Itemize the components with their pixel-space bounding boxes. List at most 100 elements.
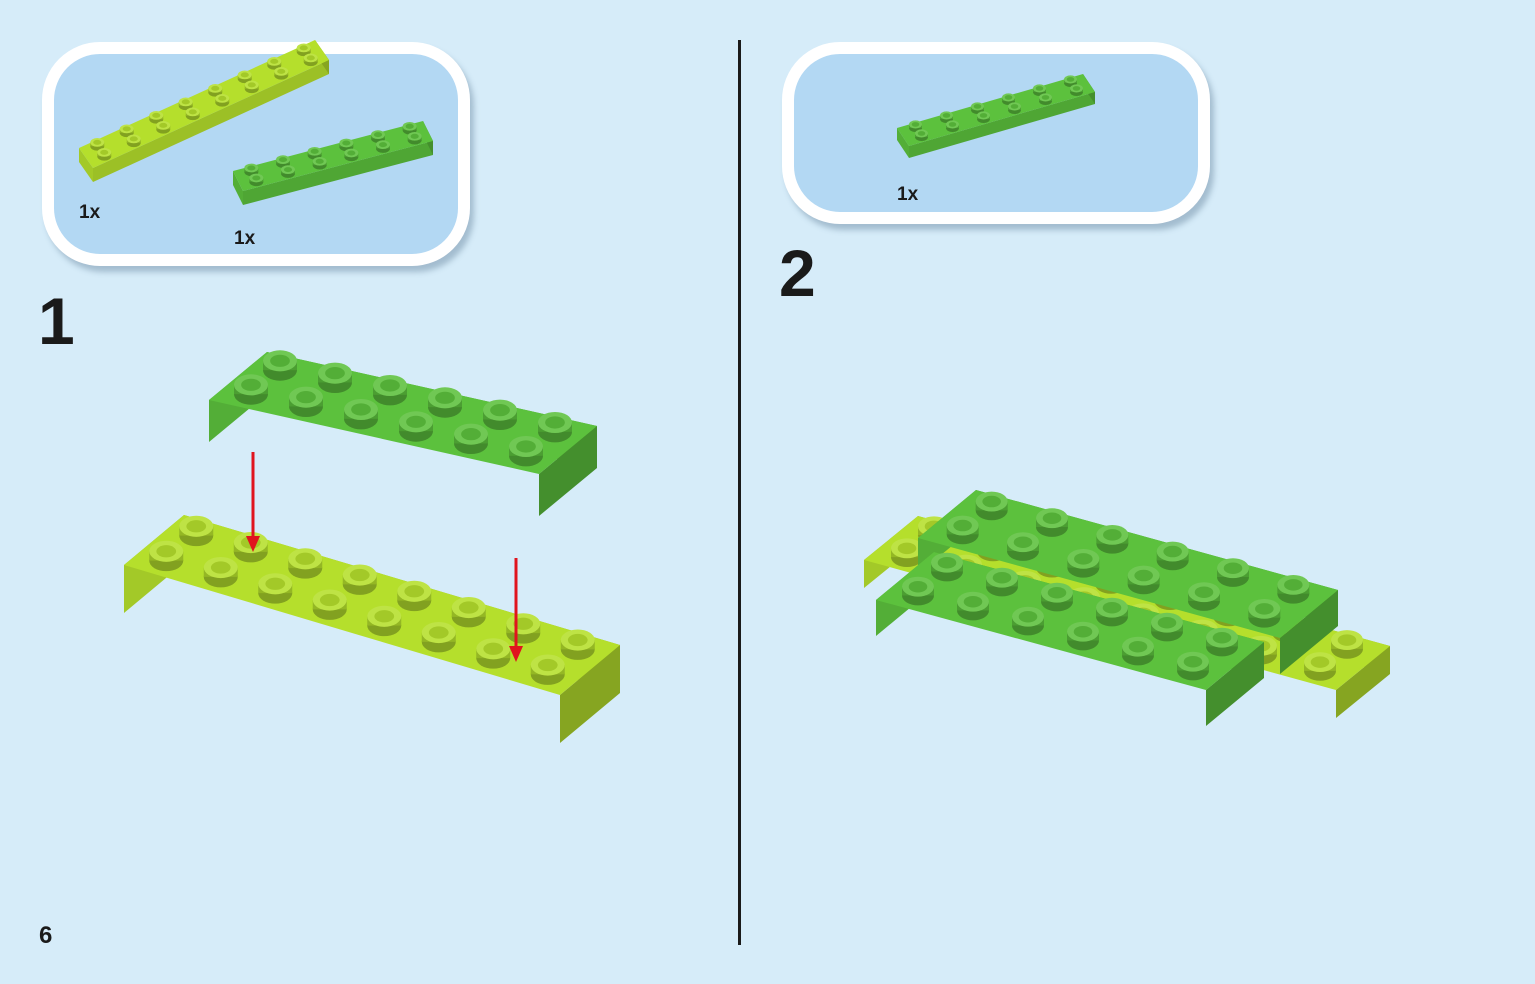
stud	[1070, 84, 1083, 97]
stud	[1008, 102, 1021, 115]
step-divider	[738, 40, 741, 945]
stud	[421, 621, 456, 653]
stud	[237, 70, 252, 84]
stud	[1127, 565, 1160, 595]
green-plate-part-icon-step-2	[897, 74, 1095, 158]
lime-plate-2x8-step-2-end-face	[1336, 646, 1390, 718]
green-plate-2x6-step-2-back-end-face	[1280, 590, 1338, 674]
lime-plate-2x8-end-face	[560, 645, 620, 743]
lime-plate-part-icon-front-face	[93, 60, 329, 182]
stud	[249, 173, 264, 187]
stud	[215, 94, 230, 107]
stud	[530, 654, 565, 685]
stud	[1188, 582, 1220, 611]
stud	[367, 605, 402, 637]
stud	[244, 80, 259, 94]
stud	[1067, 621, 1099, 651]
lime-plate-2x8	[124, 515, 620, 743]
green-plate-2x6-end-face	[539, 426, 597, 516]
stud	[428, 387, 462, 418]
stud	[891, 538, 923, 568]
step-number-1: 1	[38, 284, 75, 358]
stud	[1331, 630, 1363, 659]
stud	[288, 548, 323, 579]
placement-arrow-right	[509, 558, 523, 662]
stud	[344, 398, 378, 430]
stud	[1007, 532, 1039, 561]
parts-callout-step-2	[782, 42, 1210, 224]
stud	[267, 57, 282, 70]
placement-arrow-left	[246, 452, 260, 552]
stud	[1012, 606, 1044, 636]
stud	[454, 423, 488, 455]
stud	[296, 43, 311, 57]
stud	[244, 163, 259, 177]
stud	[178, 97, 193, 111]
part-quantity-lime-plate: 1x	[79, 202, 101, 223]
green-plate-part-icon-left-face	[233, 171, 243, 205]
stud	[312, 589, 347, 620]
stud	[1041, 582, 1073, 612]
stud	[1151, 612, 1183, 642]
green-plate-2x6-step-2-back-top-face	[918, 490, 1338, 638]
stud	[344, 148, 359, 162]
stud	[318, 362, 352, 394]
stud	[931, 552, 963, 582]
stud	[1304, 652, 1336, 681]
stud	[149, 111, 164, 124]
stud	[397, 580, 432, 612]
stud	[342, 564, 377, 595]
stud	[946, 120, 959, 133]
page-number: 6	[39, 922, 53, 949]
stud	[90, 138, 105, 151]
green-plate-part-icon-step-2-front-face	[909, 92, 1095, 158]
step-number-2: 2	[779, 236, 816, 310]
stud	[1122, 636, 1154, 666]
stud	[399, 411, 433, 442]
stud	[977, 111, 990, 124]
stud	[902, 576, 934, 606]
lime-plate-part-icon-left-face	[79, 148, 93, 182]
stud	[1217, 558, 1249, 587]
stud	[119, 124, 134, 138]
stud	[97, 148, 112, 161]
stud	[289, 386, 323, 418]
stud	[1096, 524, 1129, 554]
stud	[509, 435, 543, 467]
green-plate-2x6-step-2-back	[918, 490, 1338, 674]
stud	[986, 567, 1018, 597]
stud	[1177, 651, 1209, 681]
lime-plate-part-icon-top-face	[79, 40, 329, 168]
stud	[156, 121, 171, 134]
stud	[909, 120, 922, 133]
part-quantity-green-plate: 1x	[234, 228, 256, 249]
stud	[149, 540, 184, 572]
part-quantity-green-plate-step-2: 1x	[897, 184, 919, 205]
stud	[263, 350, 297, 381]
stud	[274, 67, 289, 80]
green-plate-2x6-step-2-front	[876, 552, 1264, 726]
green-plate-2x6	[209, 350, 597, 516]
green-plate-part-icon-step-2-left-face	[897, 128, 909, 158]
green-plate-part-icon-front-face	[243, 141, 433, 205]
stud	[915, 129, 928, 142]
stud	[506, 613, 541, 644]
stud	[1064, 75, 1077, 88]
stud	[312, 156, 327, 170]
stud	[1277, 574, 1310, 604]
stud	[373, 374, 407, 406]
stud	[126, 134, 141, 148]
green-plate-2x6-top-face	[209, 352, 597, 474]
stud	[1067, 548, 1100, 578]
stud	[1206, 627, 1238, 657]
stud	[234, 374, 268, 405]
stud	[538, 411, 572, 443]
stud	[483, 399, 517, 431]
stud	[208, 84, 223, 97]
stud	[203, 556, 238, 588]
stud	[1036, 508, 1068, 537]
stud	[185, 107, 200, 121]
stud	[303, 53, 318, 67]
stud	[1156, 541, 1189, 571]
